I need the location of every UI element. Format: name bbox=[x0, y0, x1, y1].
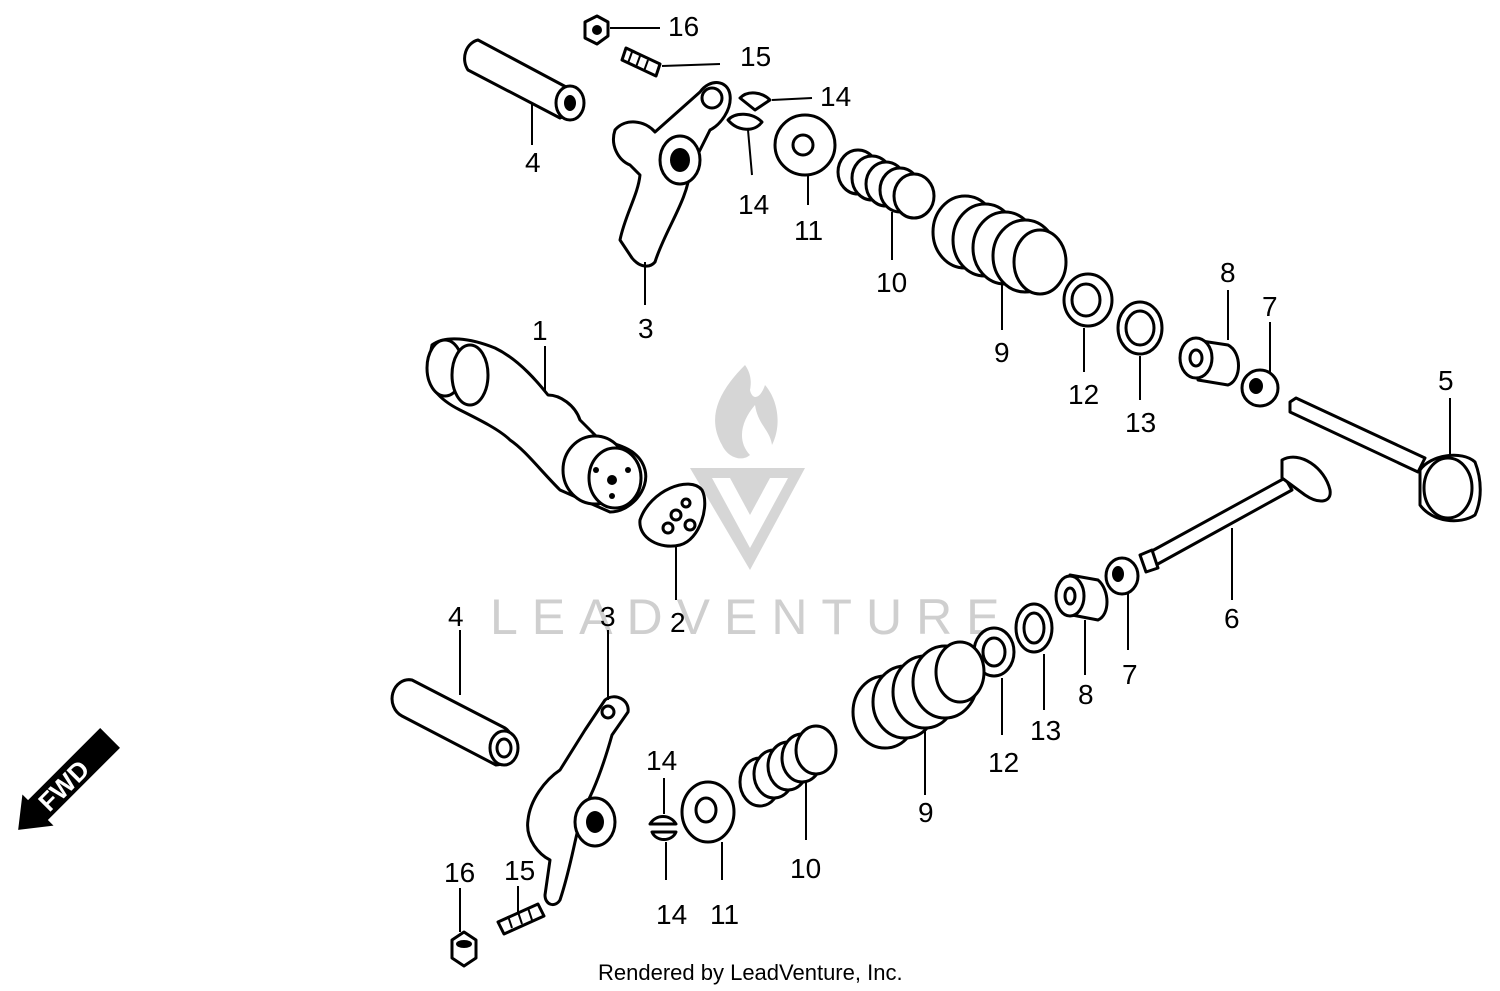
forward-arrow-icon bbox=[18, 728, 120, 830]
adjusting-screw-upper bbox=[620, 46, 662, 78]
valve-cotter-lower-b bbox=[650, 830, 678, 841]
valve-stem-seal-lower bbox=[1054, 573, 1109, 622]
callout-14-lower-b: 14 bbox=[656, 899, 687, 930]
callout-16-upper: 16 bbox=[668, 11, 699, 42]
lock-nut-lower bbox=[450, 930, 478, 968]
valve-spring-retainer-upper bbox=[773, 113, 837, 177]
callout-14-upper-b: 14 bbox=[738, 189, 769, 220]
callout-11-upper: 11 bbox=[794, 215, 823, 246]
flame-icon bbox=[715, 365, 778, 459]
valve-spring-retainer-lower bbox=[680, 780, 736, 844]
callout-13-lower: 13 bbox=[1030, 715, 1061, 746]
rocker-arm-upper bbox=[612, 81, 732, 268]
intake-valve bbox=[1288, 396, 1482, 523]
callout-1: 1 bbox=[532, 315, 548, 346]
camshaft bbox=[425, 337, 648, 514]
valve-guide-clip-lower bbox=[1104, 556, 1140, 596]
outer-valve-spring-lower bbox=[851, 640, 986, 750]
inner-valve-spring-lower bbox=[738, 724, 838, 808]
callout-13-upper: 13 bbox=[1125, 407, 1156, 438]
callout-8-upper: 8 bbox=[1220, 257, 1236, 288]
spring-washer-lower bbox=[1014, 602, 1054, 654]
footer-credit: Rendered by LeadVenture, Inc. bbox=[598, 960, 903, 985]
valve-stem-seal-upper bbox=[1178, 336, 1240, 387]
callout-9-lower: 9 bbox=[918, 797, 934, 828]
callout-15-upper: 15 bbox=[740, 41, 771, 72]
valve-cotter-lower-a bbox=[648, 815, 678, 826]
callout-11-lower: 11 bbox=[710, 899, 739, 930]
rocker-arm-shaft-lower bbox=[390, 678, 520, 767]
spring-seat-upper bbox=[1062, 272, 1114, 328]
valve-guide-clip-upper bbox=[1240, 368, 1280, 408]
v-logo-icon bbox=[690, 468, 805, 570]
callout-9-upper: 9 bbox=[994, 337, 1010, 368]
spring-washer-upper bbox=[1116, 300, 1164, 356]
adjusting-screw-lower bbox=[496, 902, 546, 936]
exhaust-valve bbox=[1138, 455, 1332, 574]
callout-15-lower: 15 bbox=[504, 855, 535, 886]
callout-10-lower: 10 bbox=[790, 853, 821, 884]
callout-12-lower: 12 bbox=[988, 747, 1019, 778]
callout-7-upper: 7 bbox=[1262, 291, 1278, 322]
callout-14-upper-a: 14 bbox=[820, 81, 851, 112]
callout-7-lower: 7 bbox=[1122, 659, 1138, 690]
callout-2: 2 bbox=[670, 607, 686, 638]
callout-12-upper: 12 bbox=[1068, 379, 1099, 410]
valve-cotter-upper-a bbox=[738, 91, 772, 112]
rocker-arm-shaft-upper bbox=[463, 38, 586, 122]
callout-3-upper: 3 bbox=[638, 313, 654, 344]
callout-6: 6 bbox=[1224, 603, 1240, 634]
camshaft-plate bbox=[638, 482, 707, 548]
callout-5: 5 bbox=[1438, 365, 1454, 396]
callout-3-lower: 3 bbox=[600, 601, 616, 632]
callout-4-lower: 4 bbox=[448, 601, 464, 632]
inner-valve-spring-upper bbox=[836, 148, 936, 220]
valve-cotter-upper-b bbox=[726, 112, 764, 131]
callout-14-lower-a: 14 bbox=[646, 745, 677, 776]
callout-10-upper: 10 bbox=[876, 267, 907, 298]
callout-8-lower: 8 bbox=[1078, 679, 1094, 710]
outer-valve-spring-upper bbox=[931, 194, 1068, 296]
watermark-text: LEADVENTURE bbox=[490, 589, 1014, 645]
callout-16-lower: 16 bbox=[444, 857, 475, 888]
callout-4-upper: 4 bbox=[525, 147, 541, 178]
leadventure-watermark: LEADVENTURE bbox=[490, 365, 1014, 645]
rocker-arm-lower bbox=[526, 695, 630, 907]
forward-direction-arrow: FWD bbox=[18, 728, 120, 830]
